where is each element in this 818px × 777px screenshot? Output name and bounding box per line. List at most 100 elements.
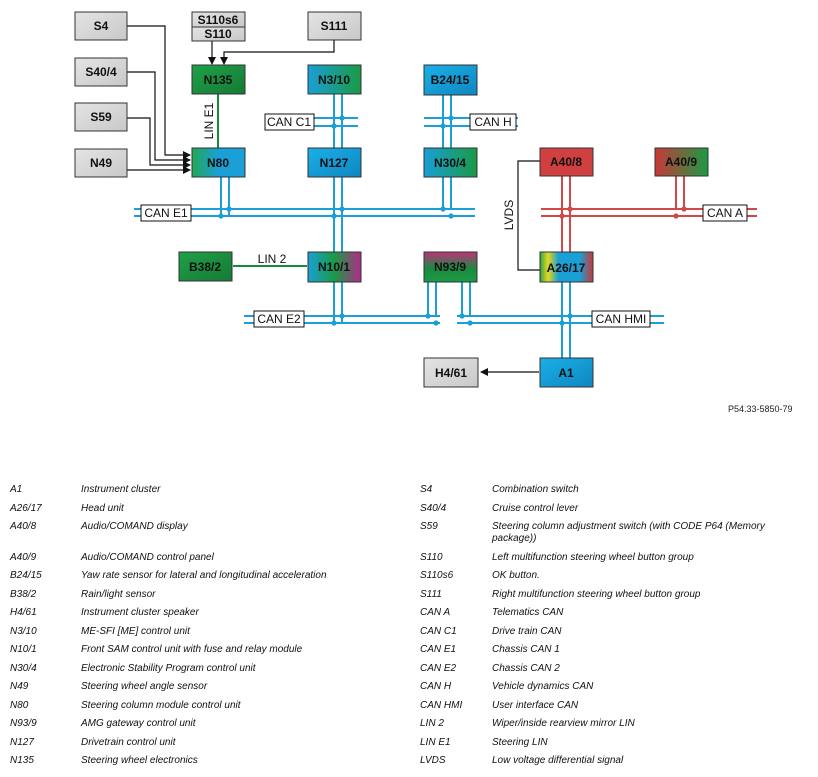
s40-4-box: S40/4 bbox=[74, 57, 128, 87]
legend-code: S110s6 bbox=[420, 570, 454, 581]
legend-code: LIN 2 bbox=[420, 718, 444, 729]
can-a-text: CAN A bbox=[707, 206, 743, 220]
legend-code: H4/61 bbox=[10, 607, 37, 618]
legend-description: Steering wheel electronics bbox=[81, 755, 198, 766]
legend-code: S4 bbox=[420, 484, 433, 495]
n3-10-box: N3/10 bbox=[307, 64, 362, 95]
legend-code: A1 bbox=[10, 484, 23, 495]
a26-17-box: A26/17 bbox=[539, 251, 594, 283]
legend-code: CAN C1 bbox=[420, 626, 457, 637]
s110-box: S110 bbox=[191, 26, 246, 42]
n93-9-box: N93/9 bbox=[423, 251, 478, 283]
signal-arrows bbox=[127, 25, 539, 376]
n80-label: N80 bbox=[207, 156, 229, 170]
a40-8-box: A40/8 bbox=[539, 147, 594, 177]
legend-description: Cruise control lever bbox=[492, 503, 579, 514]
n93-9-label: N93/9 bbox=[434, 260, 466, 274]
legend-description: Wiper/inside rearview mirror LIN bbox=[492, 718, 635, 729]
legend-description: Rain/light sensor bbox=[81, 589, 156, 600]
n127-box: N127 bbox=[307, 147, 362, 178]
legend-description: Left multifunction steering wheel button… bbox=[492, 552, 694, 563]
legend-code: N49 bbox=[10, 681, 29, 692]
can-e2-tag: CAN E2 bbox=[253, 310, 305, 328]
a1-label: A1 bbox=[558, 366, 574, 380]
legend-description: Audio/COMAND control panel bbox=[81, 552, 214, 563]
legend-description: Instrument cluster bbox=[81, 484, 161, 495]
legend-description: Steering column module control unit bbox=[81, 700, 241, 711]
b24-15-box: B24/15 bbox=[423, 64, 478, 96]
legend-description: Drive train CAN bbox=[492, 626, 562, 637]
n49-box: N49 bbox=[74, 148, 128, 178]
s110-label: S110 bbox=[204, 27, 232, 41]
a1-box: A1 bbox=[539, 357, 594, 388]
legend-description: User interface CAN bbox=[492, 700, 579, 711]
legend-code: S111 bbox=[420, 589, 442, 600]
legend-code: LIN E1 bbox=[420, 737, 451, 748]
can-c1-tag: CAN C1 bbox=[264, 113, 315, 131]
n3-10-label: N3/10 bbox=[318, 73, 350, 87]
s59-box: S59 bbox=[74, 102, 128, 132]
legend-code: A40/8 bbox=[10, 521, 37, 532]
can-h-text: CAN H bbox=[474, 115, 511, 129]
n127-label: N127 bbox=[320, 156, 349, 170]
legend-code: N127 bbox=[10, 737, 34, 748]
b24-15-label: B24/15 bbox=[431, 73, 470, 87]
lvds-line bbox=[517, 160, 540, 271]
s111-box: S111 bbox=[307, 11, 362, 41]
legend-description: Right multifunction steering wheel butto… bbox=[492, 589, 701, 600]
legend-description: Yaw rate sensor for lateral and longitud… bbox=[81, 570, 327, 581]
can-a-stubs bbox=[561, 176, 685, 252]
legend-description: Low voltage differential signal bbox=[492, 755, 624, 766]
legend-code: LVDS bbox=[420, 755, 446, 766]
can-e1-tag: CAN E1 bbox=[140, 204, 192, 222]
n135-box: N135 bbox=[191, 64, 246, 95]
a40-9-label: A40/9 bbox=[665, 155, 697, 169]
legend-code: S110 bbox=[420, 552, 443, 563]
n30-4-label: N30/4 bbox=[434, 156, 466, 170]
legend-code: N3/10 bbox=[10, 626, 37, 637]
can-a-tag: CAN A bbox=[702, 204, 748, 222]
legend-description: Drivetrain control unit bbox=[81, 737, 176, 748]
legend-description: Front SAM control unit with fuse and rel… bbox=[81, 644, 303, 655]
legend-code: N10/1 bbox=[10, 644, 37, 655]
legend-code: CAN E2 bbox=[420, 663, 457, 674]
n10-1-label: N10/1 bbox=[318, 260, 350, 274]
legend-code: CAN A bbox=[420, 607, 451, 618]
a26-17-label: A26/17 bbox=[547, 261, 586, 275]
can-c1-text: CAN C1 bbox=[267, 115, 311, 129]
legend-description: Vehicle dynamics CAN bbox=[492, 681, 594, 692]
legend-description: Electronic Stability Program control uni… bbox=[81, 663, 256, 674]
can-hmi-text: CAN HMI bbox=[596, 312, 647, 326]
legend-description: Audio/COMAND display bbox=[81, 521, 188, 532]
n49-label: N49 bbox=[90, 156, 112, 170]
lin-2-text: LIN 2 bbox=[258, 252, 287, 266]
s40-4-label: S40/4 bbox=[85, 65, 117, 79]
legend-description: Head unit bbox=[81, 503, 124, 514]
n10-1-box: N10/1 bbox=[307, 251, 362, 283]
legend-code: N93/9 bbox=[10, 718, 37, 729]
s4-box: S4 bbox=[74, 11, 128, 41]
legend-description: Combination switch bbox=[492, 484, 579, 495]
can-e2-text: CAN E2 bbox=[257, 312, 301, 326]
legend-code: A40/9 bbox=[10, 552, 37, 563]
legend-code: B38/2 bbox=[10, 589, 37, 600]
s110s6-box: S110s6 bbox=[191, 11, 246, 28]
legend-description: Telematics CAN bbox=[492, 607, 564, 618]
legend-code: CAN E1 bbox=[420, 644, 457, 655]
legend-code: B24/15 bbox=[10, 570, 42, 581]
junction-dots bbox=[218, 115, 573, 326]
legend-description: ME-SFI [ME] control unit bbox=[81, 626, 190, 637]
b38-2-label: B38/2 bbox=[189, 260, 221, 274]
junction-dots-red bbox=[559, 206, 687, 219]
legend-description: Steering LIN bbox=[492, 737, 548, 748]
s4-label: S4 bbox=[94, 19, 109, 33]
a40-8-label: A40/8 bbox=[550, 155, 582, 169]
legend-description: OK button. bbox=[492, 570, 540, 581]
legend-code: A26/17 bbox=[10, 503, 42, 514]
legend-code: CAN H bbox=[420, 681, 452, 692]
n135-label: N135 bbox=[204, 73, 233, 87]
lin-e1-text: LIN E1 bbox=[202, 102, 216, 139]
legend-code: N80 bbox=[10, 700, 29, 711]
s110s6-label: S110s6 bbox=[198, 13, 239, 27]
